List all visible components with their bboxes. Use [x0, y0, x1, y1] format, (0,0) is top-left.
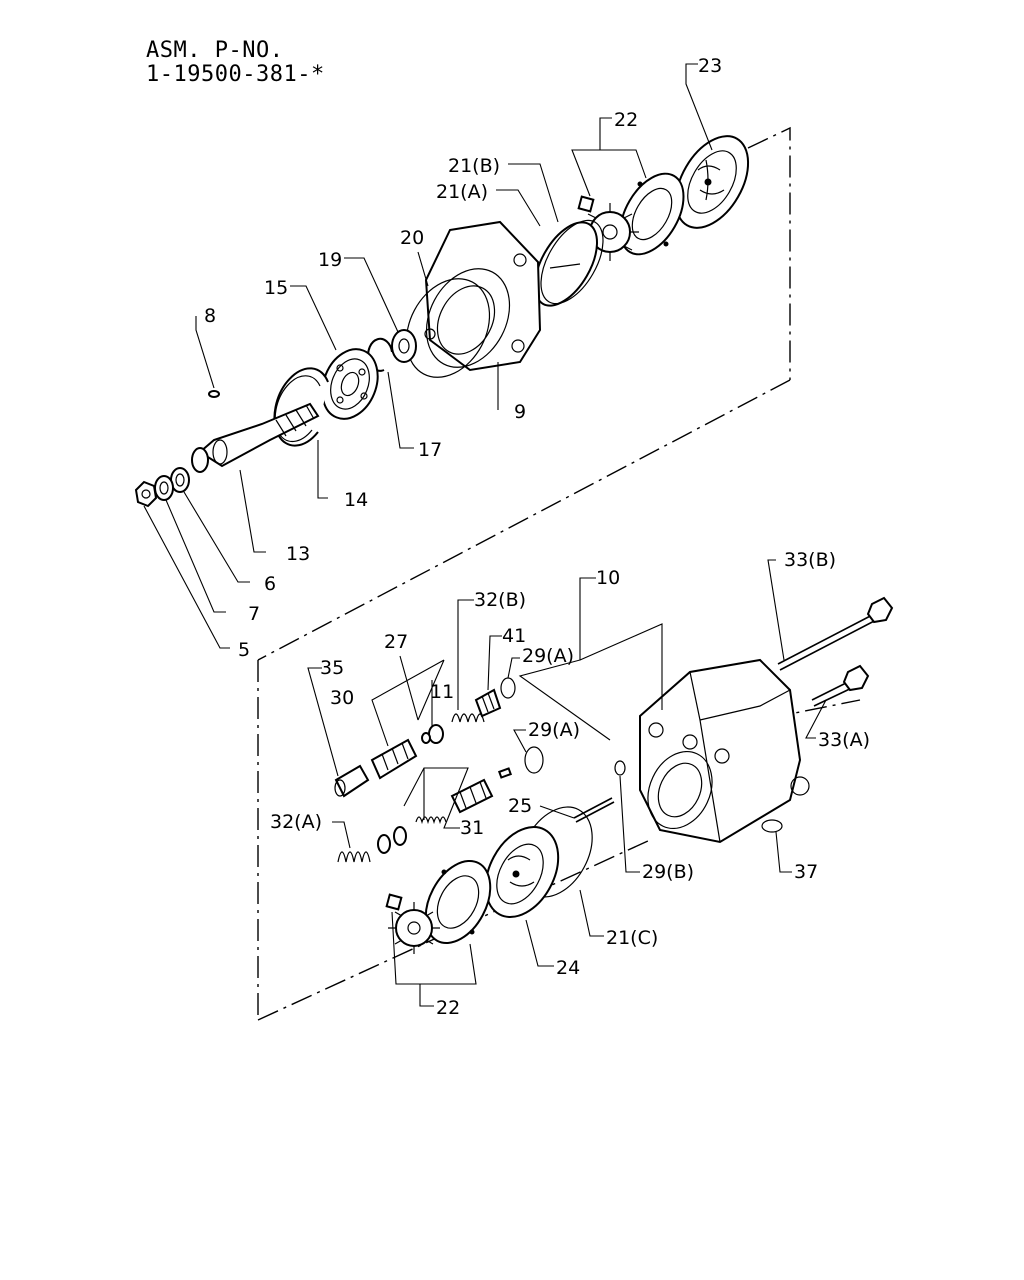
o-ring-20	[405, 278, 491, 378]
rotor-upper	[577, 195, 639, 261]
callout-33a: 33(A)	[818, 729, 870, 751]
callout-8: 8	[204, 305, 216, 327]
callout-41: 41	[502, 625, 526, 647]
callout-24: 24	[556, 957, 580, 979]
bolt-33b	[777, 596, 894, 671]
callout-10: 10	[596, 567, 620, 589]
assembly-part-number: 1-19500-381-*	[146, 62, 325, 87]
callout-33b: 33(B)	[784, 549, 836, 571]
drive-shaft	[191, 402, 320, 473]
nut-5	[134, 480, 158, 508]
callout-14: 14	[344, 489, 368, 511]
callout-7: 7	[248, 603, 260, 625]
connector-41	[474, 688, 502, 718]
o-ring-29b	[614, 760, 626, 776]
o-ring-37	[761, 819, 783, 833]
callout-31: 31	[460, 817, 484, 839]
pressure-plate-lower	[484, 826, 560, 918]
callout-19: 19	[318, 249, 342, 271]
callout-30: 30	[330, 687, 354, 709]
callout-21b: 21(B)	[448, 155, 500, 177]
callout-20: 20	[400, 227, 424, 249]
callout-32a: 32(A)	[270, 811, 322, 833]
callout-11: 11	[430, 681, 454, 703]
callout-22-lower: 22	[436, 997, 460, 1019]
o-ring-29a-upper	[500, 677, 516, 699]
washer-19	[391, 329, 417, 363]
o-ring-29a-lower	[524, 746, 544, 774]
callout-27: 27	[384, 631, 408, 653]
spring-32a	[337, 826, 407, 863]
plug-35	[334, 764, 370, 798]
callout-13: 13	[286, 543, 310, 565]
relief-valve-31	[415, 767, 513, 825]
bolt-33a	[811, 664, 870, 707]
callout-25: 25	[508, 795, 532, 817]
callout-37: 37	[794, 861, 818, 883]
spring-32b	[451, 713, 485, 723]
pressure-plate-upper	[674, 135, 750, 229]
callout-29a-lower: 29(A)	[528, 719, 580, 741]
callout-21c: 21(C)	[606, 927, 658, 949]
pin-25	[573, 797, 615, 823]
assembly-label: ASM. P-NO.	[146, 38, 284, 63]
key-8	[208, 390, 220, 398]
cam-ring-upper	[619, 172, 685, 256]
callout-21a: 21(A)	[436, 181, 488, 203]
rotor-lower	[385, 893, 440, 954]
washer-7	[154, 475, 174, 501]
callout-5: 5	[238, 639, 250, 661]
callout-labels: 23 22 21(B) 21(A) 20 19 15 8 9 17 14 13 …	[204, 55, 870, 1019]
spool-11	[421, 724, 444, 744]
o-ring-21a-21b	[534, 219, 604, 307]
callout-6: 6	[264, 573, 276, 595]
callout-29b: 29(B)	[642, 861, 694, 883]
valve-30	[370, 738, 418, 780]
leader-lines	[143, 63, 827, 1007]
cam-ring-lower	[424, 859, 492, 945]
callout-17: 17	[418, 439, 442, 461]
washer-6	[170, 467, 190, 493]
callout-23: 23	[698, 55, 722, 77]
callout-29a-upper: 29(A)	[522, 645, 574, 667]
callout-15: 15	[264, 277, 288, 299]
callout-32b: 32(B)	[474, 589, 526, 611]
callout-9: 9	[514, 401, 526, 423]
rear-housing	[639, 658, 810, 844]
callout-35: 35	[320, 657, 344, 679]
ball-bearing	[321, 348, 379, 420]
front-housing	[424, 220, 542, 372]
callout-22-upper: 22	[614, 109, 638, 131]
